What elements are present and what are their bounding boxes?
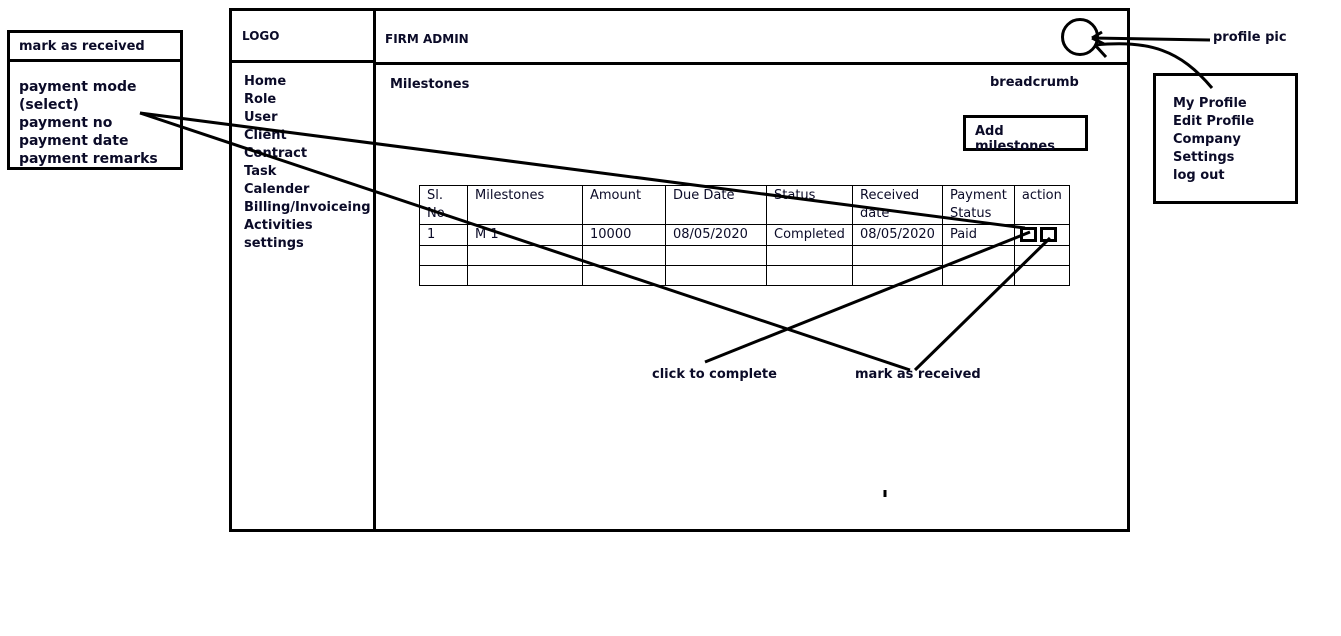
milestones-table: Sl. No. Milestones Amount Due Date Statu… (419, 185, 1070, 286)
sidebar-item-user[interactable]: User (244, 110, 278, 125)
menu-my-profile[interactable]: My Profile (1173, 96, 1247, 111)
cell-amount: 10000 (582, 224, 666, 246)
cell-action (1013, 224, 1070, 246)
table-row (419, 245, 1070, 266)
sidebar-item-calender[interactable]: Calender (244, 182, 310, 197)
col-action: action (1013, 185, 1070, 225)
breadcrumb[interactable]: breadcrumb (990, 75, 1079, 90)
profile-menu: My Profile Edit Profile Company Settings… (1153, 73, 1298, 204)
profile-pic-avatar[interactable] (1061, 18, 1099, 56)
complete-action-icon[interactable] (1019, 227, 1037, 242)
table-row (419, 265, 1070, 286)
mark-received-popup: mark as received payment mode (select) p… (7, 30, 183, 170)
click-to-complete-annotation: click to complete (652, 367, 777, 382)
table-row: 1 M 1 10000 08/05/2020 Completed 08/05/2… (419, 224, 1070, 246)
col-due-date: Due Date (665, 185, 767, 225)
col-status: Status (766, 185, 853, 225)
app-title: FIRM ADMIN (385, 32, 469, 46)
cell-received-date: 08/05/2020 (852, 224, 943, 246)
sidebar-item-task[interactable]: Task (244, 164, 277, 179)
menu-log-out[interactable]: log out (1173, 168, 1225, 183)
col-amount: Amount (582, 185, 666, 225)
sidebar-nav: Home Role User Client Contract Task Cale… (244, 73, 371, 253)
table-header-row: Sl. No. Milestones Amount Due Date Statu… (419, 185, 1070, 225)
sidebar-item-billing[interactable]: Billing/Invoiceing (244, 200, 371, 215)
menu-company-settings[interactable]: Company Settings (1173, 132, 1241, 165)
sidebar-item-client[interactable]: Client (244, 128, 287, 143)
profile-pic-annotation: profile pic (1213, 30, 1287, 45)
sidebar-item-home[interactable]: Home (244, 74, 287, 89)
add-milestones-button[interactable]: Add milestones (963, 115, 1088, 154)
cell-status: Completed (766, 224, 853, 246)
col-payment-status: Payment Status (941, 185, 1015, 225)
sidebar-item-activities[interactable]: Activities (244, 218, 313, 233)
mark-received-action-icon[interactable] (1039, 227, 1057, 242)
col-milestones: Milestones (467, 185, 583, 225)
sidebar-item-contract[interactable]: Contract (244, 146, 308, 161)
cell-sl-no: 1 (419, 224, 468, 246)
cell-due-date: 08/05/2020 (665, 224, 767, 246)
cell-payment-status: Paid (941, 224, 1015, 246)
payment-no-field[interactable]: payment no (19, 115, 113, 131)
sidebar-item-role[interactable]: Role (244, 92, 277, 107)
logo[interactable]: LOGO (242, 29, 280, 43)
mark-as-received-annotation: mark as received (855, 367, 981, 382)
sidebar-item-settings[interactable]: settings (244, 236, 304, 251)
payment-date-field[interactable]: payment date (19, 133, 129, 149)
popup-title: mark as received (19, 39, 145, 54)
col-sl-no: Sl. No. (419, 185, 468, 225)
page-title: Milestones (390, 77, 470, 92)
col-received-date: Received date (852, 185, 943, 225)
payment-remarks-field[interactable]: payment remarks (19, 151, 158, 167)
cell-milestone: M 1 (467, 224, 583, 246)
menu-edit-profile[interactable]: Edit Profile (1173, 114, 1255, 129)
payment-mode-field[interactable]: payment mode (select) (19, 79, 137, 113)
